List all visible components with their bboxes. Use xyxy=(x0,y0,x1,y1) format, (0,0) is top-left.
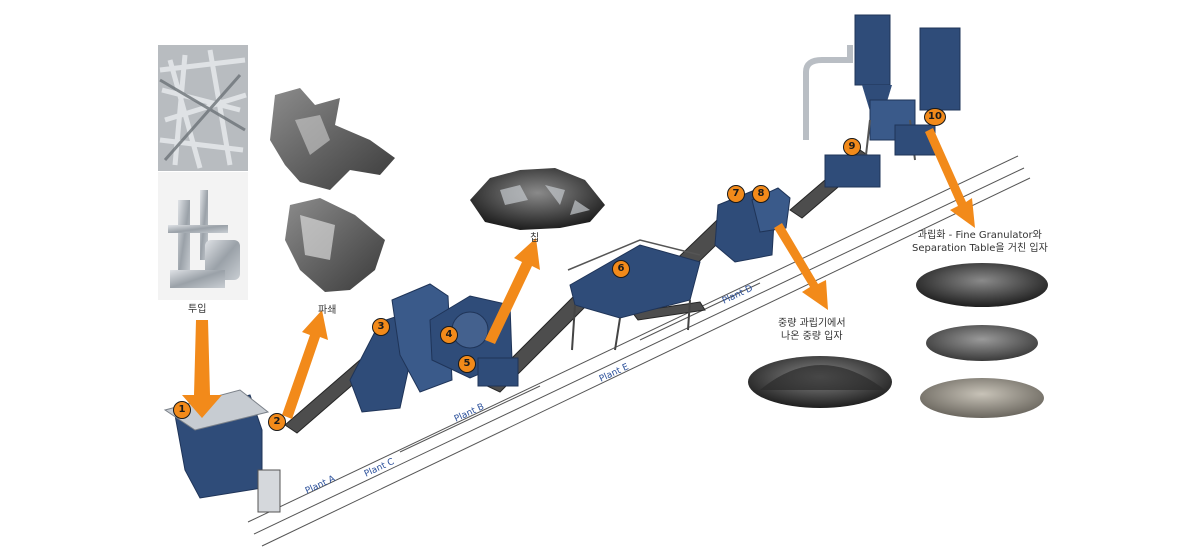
station-badge-10: 10 xyxy=(924,108,946,126)
input-label: 투입 xyxy=(188,304,207,315)
heavy-granule-label-line1: 중량 과립기에서 xyxy=(778,318,846,329)
heavy-granule-pile xyxy=(748,356,892,408)
station-3-shredder xyxy=(349,283,453,413)
station-badge-3: 3 xyxy=(372,318,390,336)
heavy-granule-label: 중량 과립기에서 나온 중량 입자 xyxy=(778,317,846,343)
metal-chip-photo xyxy=(470,168,605,230)
station-badge-4: 4 xyxy=(440,326,458,344)
heavy-granule-label-line2: 나온 중량 입자 xyxy=(781,331,843,342)
aluminium-profile-photo xyxy=(158,172,248,300)
station-9-10-dust-collector xyxy=(803,14,961,188)
fine-granule-label-line2: Separation Table을 거친 입자 xyxy=(912,243,1048,254)
station-badge-1: 1 xyxy=(173,401,191,419)
station-badge-2: 2 xyxy=(268,413,286,431)
shredded-metal-photo xyxy=(270,88,395,292)
shred-label: 파쇄 xyxy=(318,305,337,316)
fine-granule-label-line1: 과립화 - Fine Granulator와 xyxy=(917,230,1042,241)
station-badge-9: 9 xyxy=(843,138,861,156)
station-4-5-granulator xyxy=(429,295,519,387)
floor-lines xyxy=(247,155,1031,547)
station-badge-8: 8 xyxy=(752,185,770,203)
station-7-8-fine-granulator xyxy=(714,187,791,263)
station-1-feeder xyxy=(163,389,281,513)
aluminium-scrap-photo xyxy=(158,45,248,171)
station-badge-7: 7 xyxy=(727,185,745,203)
fine-granule-label: 과립화 - Fine Granulator와 Separation Table을… xyxy=(912,229,1048,255)
station-badge-6: 6 xyxy=(612,260,630,278)
station-6-separator xyxy=(567,239,701,351)
fine-granule-pile xyxy=(916,263,1048,418)
chip-label: 칩 xyxy=(530,233,540,244)
station-badge-5: 5 xyxy=(458,355,476,373)
flow-arrows xyxy=(182,128,975,419)
